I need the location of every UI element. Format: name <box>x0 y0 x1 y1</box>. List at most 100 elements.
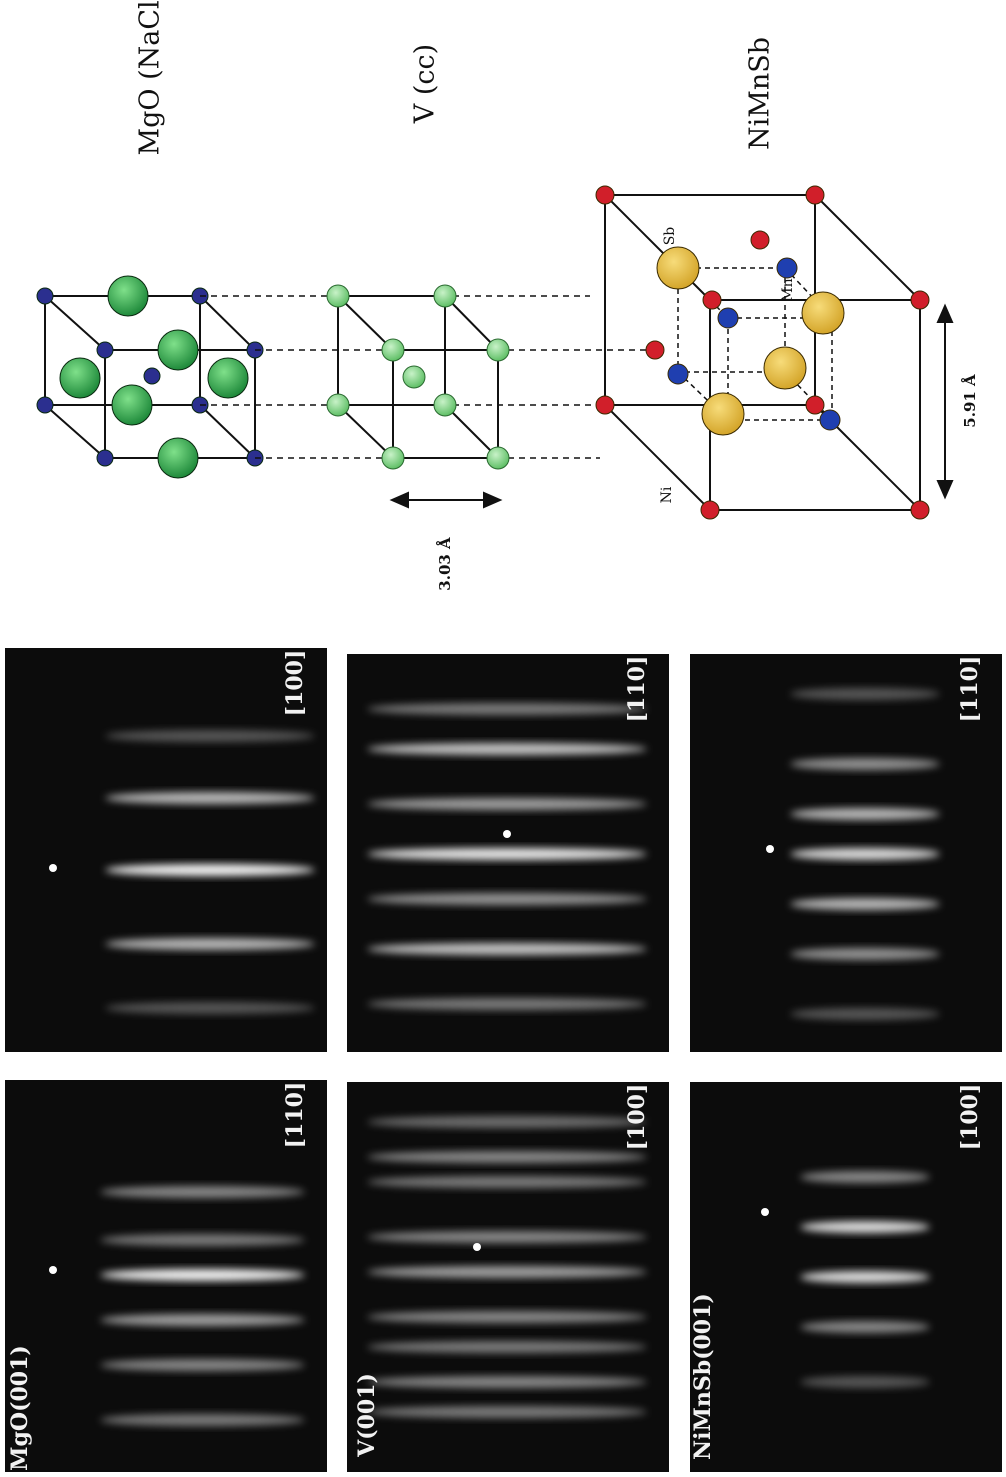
diffraction-streak <box>790 688 940 700</box>
panel-direction-label: [100] <box>957 1083 983 1151</box>
ni-atom <box>910 290 930 310</box>
ni-atom <box>750 230 770 250</box>
ni-atom <box>595 185 615 205</box>
sb-atom <box>801 291 845 335</box>
diffraction-streak <box>367 893 647 905</box>
v-atom <box>486 338 510 362</box>
ni-atom <box>805 185 825 205</box>
diffraction-streak <box>367 1176 647 1188</box>
o-atom <box>96 341 114 359</box>
v-atom <box>486 446 510 470</box>
o-atom <box>96 449 114 467</box>
ni-atom <box>645 340 665 360</box>
diffraction-streak <box>105 864 315 876</box>
specular-spot <box>503 830 511 838</box>
nimnsb-lattice-label: 5.91 Å <box>961 374 979 428</box>
rheed-panel-nimnsb-110: [110] <box>690 654 1002 1052</box>
diffraction-streak <box>367 743 647 755</box>
diffraction-streak <box>367 1116 647 1128</box>
panel-sample-label: MgO(001) <box>7 1345 33 1471</box>
mg-atom <box>111 384 153 426</box>
sb-label: Sb <box>662 226 678 246</box>
panel-direction-label: [100] <box>282 649 308 717</box>
sb-atom <box>656 246 700 290</box>
diffraction-streak <box>800 1271 930 1283</box>
diffraction-streak <box>367 998 647 1010</box>
diffraction-streak <box>367 703 647 715</box>
ni-label: Ni <box>659 486 675 504</box>
diffraction-streak <box>105 938 315 950</box>
mg-atom <box>107 275 149 317</box>
v-lattice-arrow <box>389 491 503 509</box>
specular-spot <box>49 864 57 872</box>
v-atom <box>402 365 426 389</box>
panel-direction-label: [110] <box>282 1081 308 1149</box>
diffraction-streak <box>800 1221 930 1233</box>
mn-label: Mn <box>780 278 796 302</box>
mn-atom <box>776 257 798 279</box>
crystal-structures-diagram <box>36 185 954 520</box>
ni-atom <box>595 395 615 415</box>
mg-atom <box>157 437 199 479</box>
ni-atom <box>910 500 930 520</box>
mg-atom <box>59 357 101 399</box>
mn-atom <box>667 363 689 385</box>
diffraction-streak <box>367 848 647 860</box>
sb-atom <box>701 392 745 436</box>
specular-spot <box>473 1243 481 1251</box>
v-atom <box>381 338 405 362</box>
diffraction-streak <box>100 1234 305 1246</box>
diffraction-streak <box>367 1376 647 1388</box>
diffraction-streak <box>790 848 940 860</box>
diffraction-streak <box>800 1171 930 1183</box>
o-atom <box>36 287 54 305</box>
diffraction-streak <box>800 1321 930 1333</box>
sb-atom <box>763 346 807 390</box>
v-title: V (cc) <box>409 43 441 124</box>
diffraction-streak <box>800 1376 930 1388</box>
mn-atom <box>717 307 739 329</box>
diffraction-streak <box>367 798 647 810</box>
diffraction-streak <box>367 1341 647 1353</box>
rheed-panel-mgo-110: MgO(001) [110] <box>5 1080 327 1472</box>
rheed-panel-nimnsb-100: NiMnSb(001) [100] <box>690 1082 1002 1472</box>
diffraction-streak <box>790 758 940 770</box>
diffraction-streak <box>367 943 647 955</box>
diffraction-streak <box>790 808 940 820</box>
diffraction-streak <box>367 1406 647 1418</box>
diffraction-streak <box>790 948 940 960</box>
panel-direction-label: [110] <box>957 655 983 723</box>
panel-direction-label: [110] <box>624 655 650 723</box>
diffraction-streak <box>100 1186 305 1198</box>
diffraction-streak <box>105 1002 315 1014</box>
v-atom <box>326 393 350 417</box>
diffraction-streak <box>100 1314 305 1326</box>
diffraction-streak <box>100 1269 305 1281</box>
ni-atom <box>805 395 825 415</box>
v-atoms <box>326 284 510 470</box>
diffraction-streak <box>367 1231 647 1243</box>
specular-spot <box>766 845 774 853</box>
mgo-title: MgO (NaCl) <box>134 0 166 156</box>
diffraction-streak <box>367 1311 647 1323</box>
diffraction-streak <box>105 730 315 742</box>
panel-sample-label: V(001) <box>354 1373 380 1457</box>
nimnsb-title: NiMnSb <box>744 36 776 151</box>
rheed-panel-mgo-100: [100] <box>5 648 327 1052</box>
v-atom <box>433 393 457 417</box>
nimnsb-lattice-arrow <box>936 303 954 500</box>
panel-sample-label: NiMnSb(001) <box>690 1293 716 1460</box>
mg-atom <box>157 329 199 371</box>
diffraction-streak <box>100 1414 305 1426</box>
diffraction-streak <box>790 1008 940 1020</box>
specular-spot <box>761 1208 769 1216</box>
panel-direction-label: [100] <box>624 1083 650 1151</box>
ni-atom <box>700 500 720 520</box>
mn-atom <box>819 409 841 431</box>
diffraction-streak <box>105 792 315 804</box>
diffraction-streak <box>790 898 940 910</box>
o-atom <box>36 396 54 414</box>
diffraction-streak <box>367 1151 647 1163</box>
diffraction-streak <box>367 1266 647 1278</box>
mgo-atoms <box>36 275 264 479</box>
